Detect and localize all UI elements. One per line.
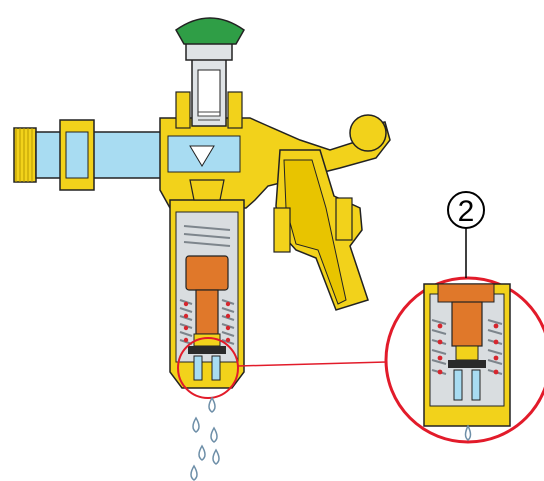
seal-dots (183, 301, 231, 343)
water-drop-icon (190, 396, 220, 481)
drain-valve-body (169, 179, 245, 389)
plunger-stem (195, 289, 219, 335)
plunger-head (185, 255, 229, 291)
detail-connector-line (237, 361, 389, 367)
push-button-assembly (175, 17, 245, 129)
magnified-detail (384, 276, 544, 444)
callout: 2 (447, 191, 485, 278)
detail-marker-circle (177, 337, 239, 399)
callout-label: 2 (458, 195, 475, 228)
green-button-icon (175, 17, 245, 45)
water-drop-icon (464, 424, 472, 441)
outlet-spout (273, 149, 369, 311)
inlet-pipe (13, 119, 187, 191)
